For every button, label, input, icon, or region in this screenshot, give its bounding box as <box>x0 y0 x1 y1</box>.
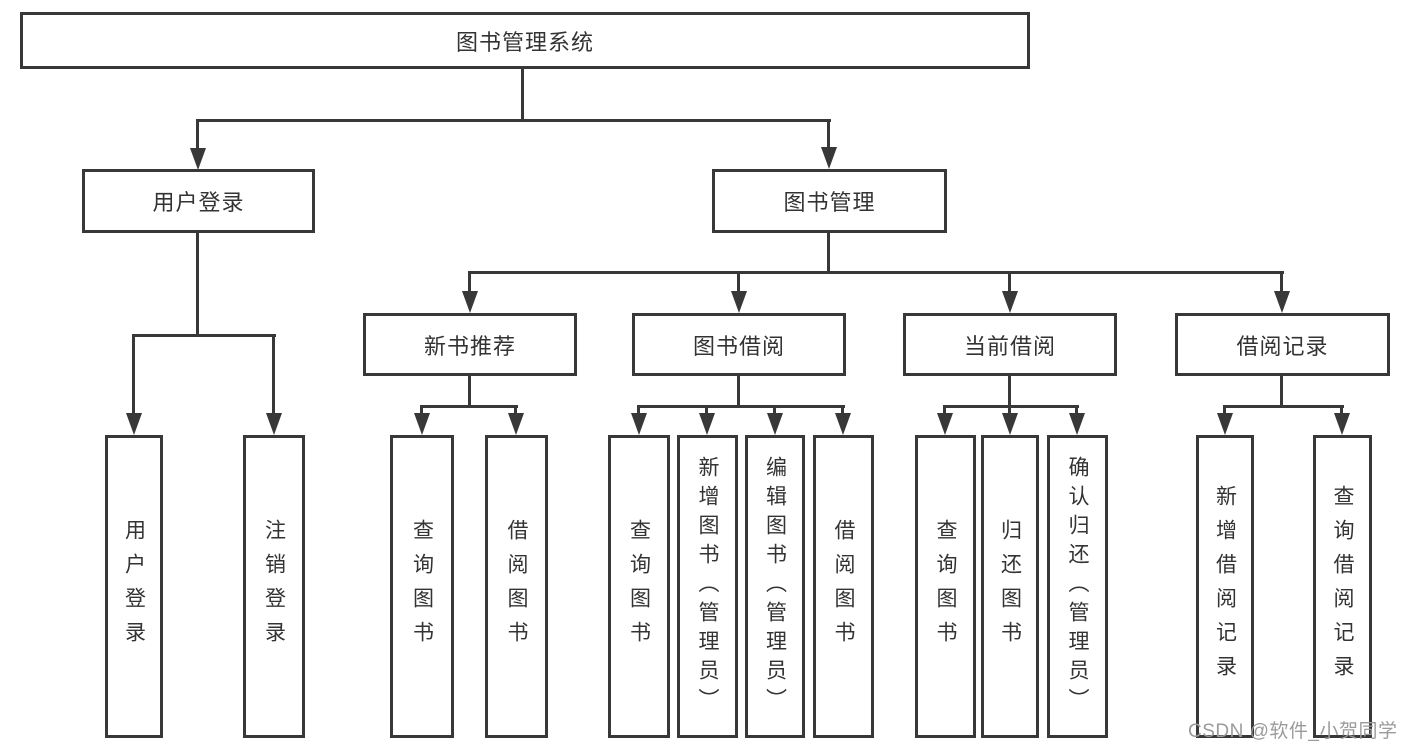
connector-line <box>1008 374 1011 408</box>
connector-line <box>637 405 640 417</box>
connector-line <box>705 405 708 417</box>
arrow-down-icon <box>126 413 142 435</box>
connector-line <box>1075 405 1078 417</box>
arrow-down-icon <box>1217 413 1233 435</box>
connector-line <box>420 405 423 417</box>
node-user-login: 用户登录 <box>82 169 315 233</box>
leaf-query-borrow-record: 查询借阅记录 <box>1313 435 1372 738</box>
connector-line <box>132 334 276 337</box>
arrow-down-icon <box>937 413 953 435</box>
connector-line <box>737 271 740 295</box>
leaf-borrow-books-recommend: 借阅图书 <box>485 435 548 738</box>
connector-line <box>196 119 199 152</box>
connector-line <box>196 233 199 337</box>
node-library-system: 图书管理系统 <box>20 12 1030 69</box>
arrow-down-icon <box>1069 413 1085 435</box>
connector-line <box>468 374 471 408</box>
connector-line <box>521 68 524 122</box>
arrow-down-icon <box>699 413 715 435</box>
leaf-borrow-books: 借阅图书 <box>813 435 874 738</box>
connector-line <box>1280 374 1283 408</box>
arrow-down-icon <box>414 413 430 435</box>
arrow-down-icon <box>835 413 851 435</box>
leaf-logout-login: 注销登录 <box>243 435 305 738</box>
connector-line <box>827 233 830 274</box>
connector-line <box>637 405 845 408</box>
connector-line <box>943 405 946 417</box>
arrow-down-icon <box>631 413 647 435</box>
connector-line <box>1008 405 1011 417</box>
node-borrowing-records: 借阅记录 <box>1175 313 1390 376</box>
node-current-borrowing: 当前借阅 <box>903 313 1117 376</box>
connector-line <box>841 405 844 417</box>
leaf-add-borrow-record: 新增借阅记录 <box>1196 435 1254 738</box>
arrow-down-icon <box>1002 413 1018 435</box>
leaf-confirm-return-admin: 确认归还（管理员） <box>1047 435 1108 738</box>
connector-line <box>420 405 518 408</box>
arrow-down-icon <box>767 413 783 435</box>
connector-line <box>1340 405 1343 417</box>
connector-line <box>773 405 776 417</box>
leaf-edit-books-admin: 编辑图书（管理员） <box>745 435 805 738</box>
connector-line <box>514 405 517 417</box>
arrow-down-icon <box>1334 413 1350 435</box>
arrow-down-icon <box>731 291 747 313</box>
connector-line <box>468 271 1284 274</box>
leaf-query-books-recommend: 查询图书 <box>390 435 454 738</box>
node-book-borrowing: 图书借阅 <box>632 313 846 376</box>
connector-line <box>132 334 135 417</box>
arrow-down-icon <box>508 413 524 435</box>
arrow-down-icon <box>1002 291 1018 313</box>
node-book-management: 图书管理 <box>712 169 947 233</box>
connector-line <box>827 119 830 152</box>
connector-line <box>1008 271 1011 295</box>
arrow-down-icon <box>266 413 282 435</box>
connector-line <box>943 405 1079 408</box>
connector-line <box>1223 405 1226 417</box>
arrow-down-icon <box>1274 291 1290 313</box>
connector-line <box>1223 405 1344 408</box>
arrow-down-icon <box>190 148 206 170</box>
connector-line <box>272 334 275 417</box>
arrow-down-icon <box>462 291 478 313</box>
leaf-query-books-borrow: 查询图书 <box>608 435 670 738</box>
leaf-user-login: 用户登录 <box>105 435 163 738</box>
connector-line <box>737 374 740 408</box>
connector-line <box>1280 271 1283 295</box>
watermark: CSDN @软件_小贺同学 <box>1188 721 1398 742</box>
leaf-add-books-admin: 新增图书（管理员） <box>677 435 738 738</box>
leaf-return-books: 归还图书 <box>981 435 1039 738</box>
node-new-book-recommendation: 新书推荐 <box>363 313 577 376</box>
connector-line <box>196 119 831 122</box>
arrow-down-icon <box>821 147 837 169</box>
connector-line <box>468 271 471 295</box>
leaf-query-books-current: 查询图书 <box>915 435 976 738</box>
